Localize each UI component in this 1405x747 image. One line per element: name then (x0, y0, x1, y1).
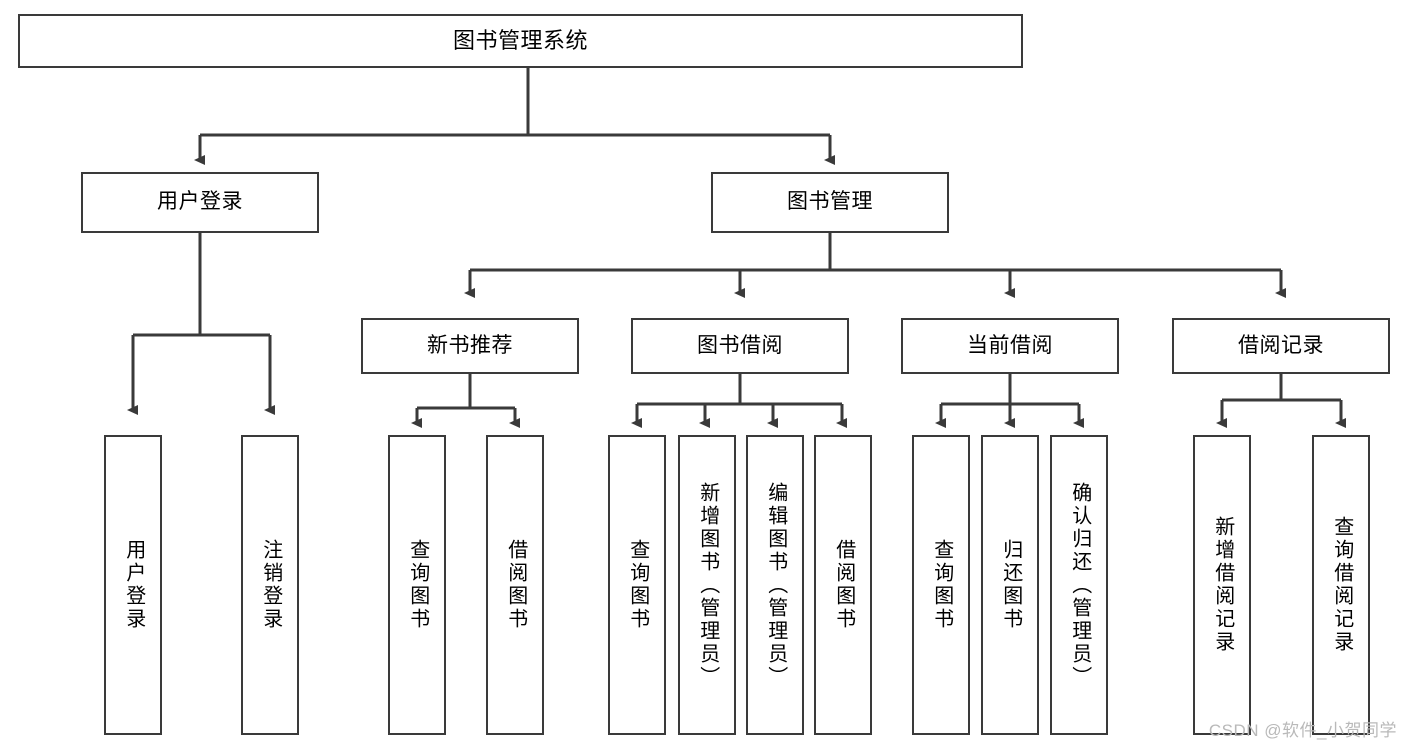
leaf-borrow-borrow-book[interactable]: 借阅图书 (814, 435, 872, 735)
watermark: CSDN @软件_小贺同学 (1208, 721, 1397, 740)
node-label: 归还图书 (999, 539, 1022, 631)
leaf-record-add-record[interactable]: 新增借阅记录 (1193, 435, 1251, 735)
leaf-borrow-add-book[interactable]: 新增图书（管理员） (678, 435, 736, 735)
leaf-current-query-book[interactable]: 查询图书 (912, 435, 970, 735)
node-current-borrow[interactable]: 当前借阅 (901, 318, 1119, 374)
node-book-borrow[interactable]: 图书借阅 (631, 318, 849, 374)
node-label: 新增借阅记录 (1211, 516, 1234, 654)
node-user-login[interactable]: 用户登录 (81, 172, 319, 233)
leaf-recommend-query-book[interactable]: 查询图书 (388, 435, 446, 735)
leaf-current-confirm-return[interactable]: 确认归还（管理员） (1050, 435, 1108, 735)
node-label: 用户登录 (157, 190, 243, 214)
node-borrow-record[interactable]: 借阅记录 (1172, 318, 1390, 374)
node-label: 查询图书 (930, 539, 953, 631)
node-label: 图书管理 (787, 190, 873, 214)
node-label: 借阅图书 (832, 539, 855, 631)
node-label: 当前借阅 (967, 333, 1053, 357)
node-label: 图书管理系统 (452, 28, 588, 54)
leaf-borrow-edit-book[interactable]: 编辑图书（管理员） (746, 435, 804, 735)
node-label: 查询图书 (406, 539, 429, 631)
node-book-management[interactable]: 图书管理 (711, 172, 949, 233)
node-label: 用户登录 (122, 539, 145, 631)
node-root-system[interactable]: 图书管理系统 (18, 14, 1023, 68)
leaf-user-login-signin[interactable]: 用户登录 (104, 435, 162, 735)
leaf-recommend-borrow-book[interactable]: 借阅图书 (486, 435, 544, 735)
leaf-current-return-book[interactable]: 归还图书 (981, 435, 1039, 735)
node-label: 注销登录 (259, 539, 282, 631)
leaf-borrow-query-book[interactable]: 查询图书 (608, 435, 666, 735)
node-label: 新增图书（管理员） (696, 481, 719, 689)
node-label: 借阅图书 (504, 539, 527, 631)
node-label: 查询图书 (626, 539, 649, 631)
node-new-book-recommend[interactable]: 新书推荐 (361, 318, 579, 374)
node-label: 查询借阅记录 (1330, 516, 1353, 654)
node-label: 确认归还（管理员） (1068, 481, 1091, 689)
node-label: 新书推荐 (427, 333, 513, 357)
node-label: 编辑图书（管理员） (764, 481, 787, 689)
leaf-user-login-signout[interactable]: 注销登录 (241, 435, 299, 735)
node-label: 借阅记录 (1238, 333, 1324, 357)
leaf-record-query-record[interactable]: 查询借阅记录 (1312, 435, 1370, 735)
node-label: 图书借阅 (697, 333, 783, 357)
